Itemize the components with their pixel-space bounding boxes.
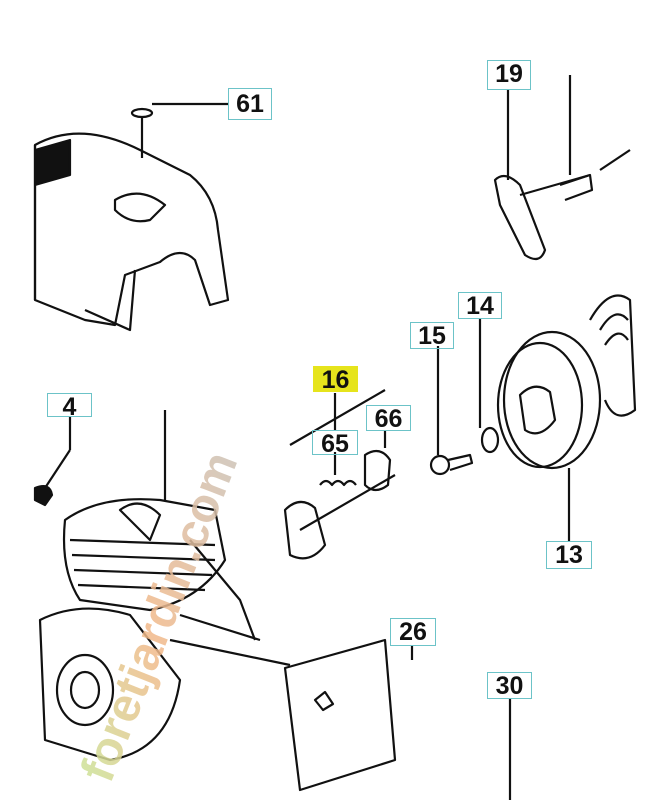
callout-26[interactable]: 26 — [390, 618, 436, 646]
callout-16[interactable]: 16 — [313, 366, 358, 393]
callout-61[interactable]: 61 — [228, 88, 272, 120]
callout-13[interactable]: 13 — [546, 541, 592, 569]
callout-14[interactable]: 14 — [458, 292, 502, 319]
callout-30[interactable]: 30 — [487, 672, 532, 699]
callout-15[interactable]: 15 — [410, 322, 454, 349]
callout-19[interactable]: 19 — [487, 60, 531, 90]
callout-66[interactable]: 66 — [366, 405, 411, 432]
part-26-gasket — [283, 638, 414, 792]
part-16-switch-assembly — [283, 389, 396, 560]
part-61-screw — [130, 102, 228, 158]
starter-spring — [589, 294, 637, 417]
part-4 — [33, 416, 72, 507]
callout-65[interactable]: 65 — [312, 430, 358, 457]
part-13-pulley — [496, 330, 602, 541]
part-14-washer — [478, 318, 500, 454]
part-19-starter-handle — [493, 75, 631, 261]
engine-cylinder — [38, 410, 291, 762]
engine-cover — [33, 132, 230, 332]
part-15-bolt — [429, 346, 474, 476]
callout-4[interactable]: 4 — [47, 393, 92, 420]
watermark: foretjardin.com — [71, 445, 248, 789]
